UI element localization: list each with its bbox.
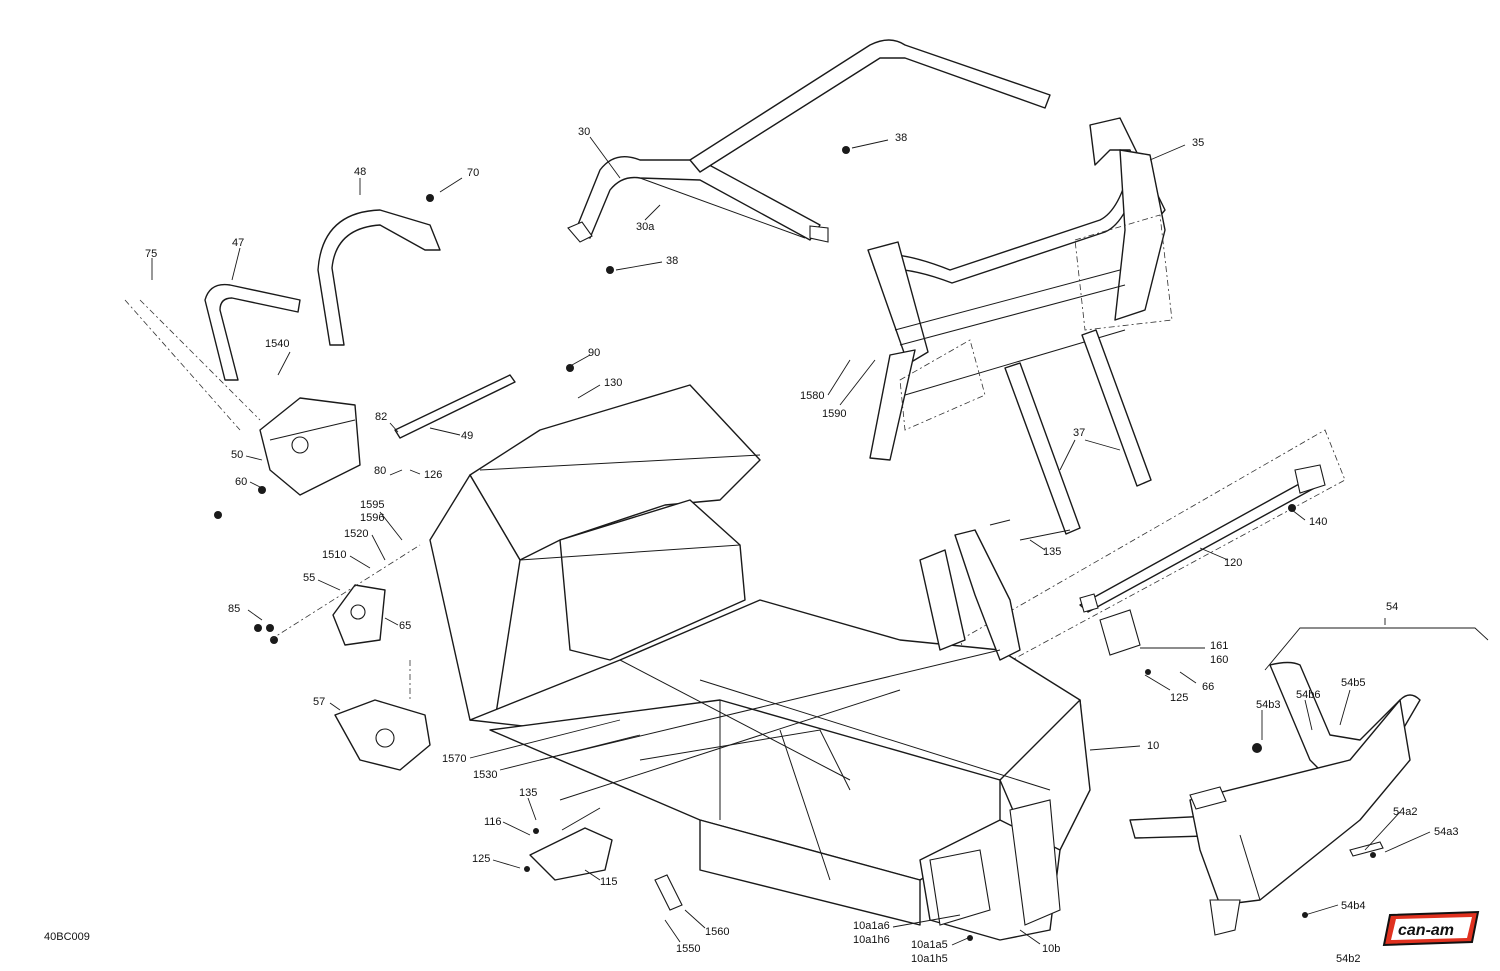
front-bumper-54[interactable]: [1129, 661, 1421, 936]
callout-30: 30: [578, 126, 590, 138]
callout-10a1a5: 10a1a5: [911, 939, 948, 951]
callout-60: 60: [235, 476, 247, 488]
svg-text:can-am: can-am: [1398, 922, 1454, 939]
callout-1510: 1510: [322, 549, 346, 561]
callout-1560: 1560: [705, 926, 729, 938]
callout-1595: 1595: [360, 499, 384, 511]
assembly-guide-dash: [959, 429, 1346, 681]
roll-cage-front-30[interactable]: [567, 39, 1051, 243]
callout-80: 80: [374, 465, 386, 477]
diagram-code: 40BC009: [44, 931, 90, 943]
callout-85: 85: [228, 603, 240, 615]
callout-116: 116: [484, 816, 502, 828]
callout-135-bottom: 135: [519, 787, 537, 799]
callout-10: 10: [1147, 740, 1159, 752]
rear-brace-120[interactable]: [1079, 464, 1326, 613]
assembly-guide-dash-roof: [1074, 214, 1173, 331]
callout-82: 82: [375, 411, 387, 423]
callout-50: 50: [231, 449, 243, 461]
callout-54b3: 54b3: [1256, 699, 1280, 711]
callout-126: 126: [424, 469, 442, 481]
callout-1540: 1540: [265, 338, 289, 350]
callout-1520: 1520: [344, 528, 368, 540]
bolt-guide-75b: [124, 299, 241, 431]
callout-54: 54: [1386, 601, 1398, 613]
engine-mount-50[interactable]: [259, 397, 361, 496]
callout-65: 65: [399, 620, 411, 632]
assembly-guide-dash-rear: [899, 339, 986, 431]
bolt-guide-1595: [269, 544, 421, 641]
callout-38-bottom: 38: [666, 255, 678, 267]
callout-1530: 1530: [473, 769, 497, 781]
callout-1570: 1570: [442, 753, 466, 765]
callout-54a3: 54a3: [1434, 826, 1458, 838]
callout-1596: 1596: [360, 512, 384, 524]
bolt-guide-75: [139, 299, 261, 421]
callout-48: 48: [354, 166, 366, 178]
callout-37: 37: [1073, 427, 1085, 439]
callout-1590: 1590: [822, 408, 846, 420]
rear-struts-37[interactable]: [1004, 329, 1152, 535]
callout-125-right: 125: [1170, 692, 1188, 704]
callout-55: 55: [303, 572, 315, 584]
callout-35: 35: [1192, 137, 1204, 149]
bracket-55[interactable]: [332, 584, 386, 646]
callout-140: 140: [1309, 516, 1327, 528]
callout-10b: 10b: [1042, 943, 1060, 955]
leader-lines: [151, 136, 1489, 946]
callout-10a1h6: 10a1h6: [853, 934, 890, 946]
callout-130: 130: [604, 377, 622, 389]
callout-161: 161: [1210, 640, 1228, 652]
grab-handle-48[interactable]: [317, 209, 441, 346]
callout-30a: 30a: [636, 221, 655, 233]
callout-125-left: 125: [472, 853, 490, 865]
rail-49[interactable]: [394, 374, 516, 439]
callout-115: 115: [600, 876, 618, 888]
callout-135-top: 135: [1043, 546, 1061, 558]
callout-1580: 1580: [800, 390, 824, 402]
hardware-fasteners: [214, 146, 1384, 941]
callout-54b5: 54b5: [1341, 677, 1365, 689]
callout-57: 57: [313, 696, 325, 708]
callout-54b4: 54b4: [1341, 900, 1365, 912]
callout-54b6: 54b6: [1296, 689, 1320, 701]
callout-10a1h5: 10a1h5: [911, 953, 948, 965]
bracket-115[interactable]: [529, 827, 613, 881]
callout-120: 120: [1224, 557, 1242, 569]
callout-47: 47: [232, 237, 244, 249]
callout-70: 70: [467, 167, 479, 179]
callout-66: 66: [1202, 681, 1214, 693]
bracket-57[interactable]: [334, 699, 431, 771]
grab-handle-47[interactable]: [204, 283, 301, 381]
can-am-logo: can-am: [1382, 910, 1480, 947]
callout-38-top: 38: [895, 132, 907, 144]
callout-90: 90: [588, 347, 600, 359]
callout-75: 75: [145, 248, 157, 260]
callout-1550: 1550: [676, 943, 700, 955]
callout-49: 49: [461, 430, 473, 442]
callout-10a1a6: 10a1a6: [853, 920, 890, 932]
callout-54b2: 54b2: [1336, 953, 1360, 965]
callout-160: 160: [1210, 654, 1228, 666]
main-frame-10[interactable]: [429, 384, 1091, 941]
callout-54a2: 54a2: [1393, 806, 1417, 818]
